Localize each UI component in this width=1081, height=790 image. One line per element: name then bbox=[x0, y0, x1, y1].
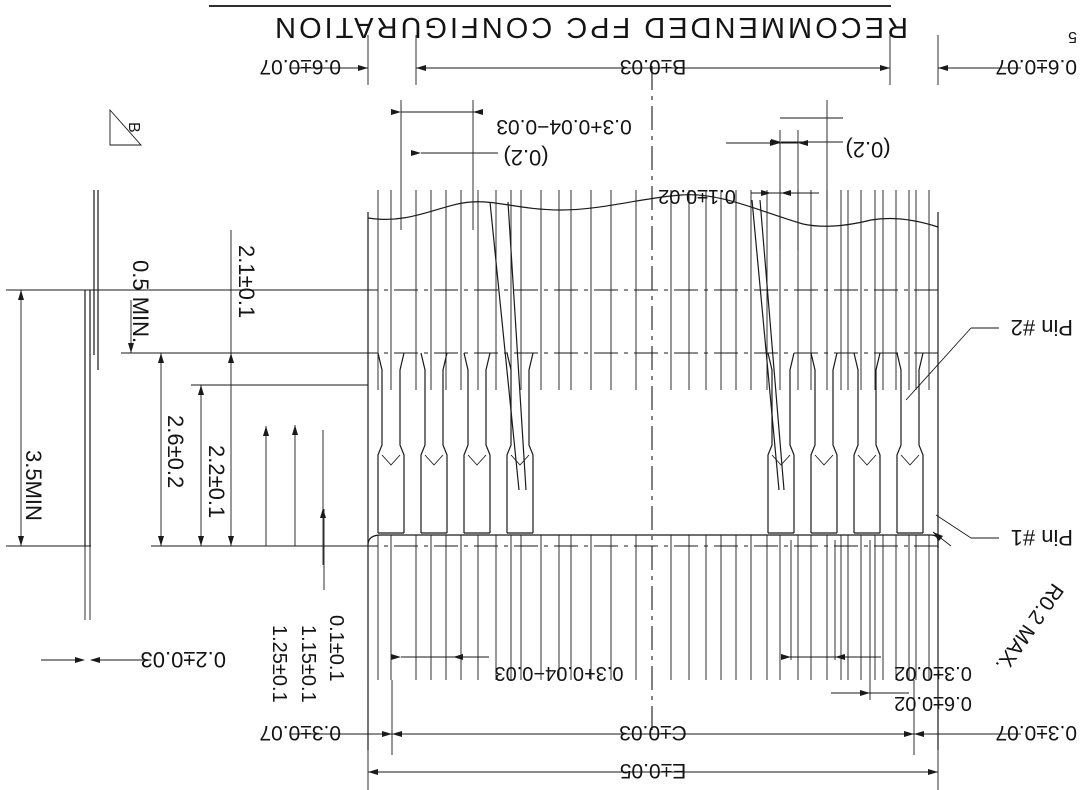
pad-notch bbox=[814, 454, 834, 466]
contact-pad bbox=[853, 352, 881, 534]
dim-bottom-left: 0.3±0.07 bbox=[995, 721, 1077, 744]
dim-h-115: 1.15±0.1 bbox=[297, 625, 319, 703]
contact-pad bbox=[810, 352, 838, 534]
contact-pad bbox=[420, 352, 448, 534]
break-gap-right bbox=[489, 201, 527, 491]
top-dimensions: 0.6±0.07 B±0.03 0.6±0.07 bbox=[259, 35, 1077, 85]
dim-top-right: 0.6±0.07 bbox=[259, 55, 341, 78]
rotated-drawing: RECOMMENDED FPC CONFIGURATION 5 bbox=[6, 5, 1077, 790]
pin-1-label: Pin #1 bbox=[1011, 525, 1073, 550]
pad-notch bbox=[771, 454, 791, 466]
dim-top-left: 0.6±0.07 bbox=[995, 55, 1077, 78]
contact-pads bbox=[377, 352, 924, 534]
side-dimensions: 2.1±0.1 2.2±0.1 2.6±0.2 3.5MIN 0.1±0.1 1… bbox=[6, 230, 368, 703]
pad-notch bbox=[857, 454, 877, 466]
drawing-title: RECOMMENDED FPC CONFIGURATION bbox=[272, 11, 908, 43]
dim-gap-right: (0.2) bbox=[845, 137, 890, 162]
pad-notch bbox=[510, 454, 530, 466]
pad-notch bbox=[381, 454, 401, 466]
dim-bottom-right: 0.3±0.07 bbox=[259, 721, 341, 744]
pin-labels: R0.2 MAX. Pin #2 Pin #1 bbox=[905, 315, 1073, 676]
dim-h-26: 2.6±0.2 bbox=[163, 415, 188, 488]
dim-h-35: 3.5MIN bbox=[21, 450, 46, 521]
dim-bottom-pitch-tol: 0.3+0.04−0.03 bbox=[494, 662, 623, 684]
pad-notch bbox=[467, 454, 487, 466]
dim-overall: E±0.05 bbox=[620, 759, 686, 782]
pin-2-label: Pin #2 bbox=[1011, 315, 1073, 340]
dim-bottom-center: C±0.03 bbox=[619, 721, 687, 744]
dim-pad-pitch: 0.6±0.02 bbox=[894, 692, 972, 714]
break-gap-left bbox=[751, 199, 785, 491]
dim-min-margin: 0.5 MIN. bbox=[128, 260, 153, 343]
conductor-traces bbox=[377, 190, 930, 680]
datum-label: B bbox=[125, 122, 142, 133]
dim-trace-width: 0.1±0.02 bbox=[658, 185, 736, 207]
side-profile: 0.2±0.03 0.5 MIN. B bbox=[41, 108, 226, 672]
contact-pad bbox=[767, 352, 795, 534]
contact-pad bbox=[463, 352, 491, 534]
contact-pad bbox=[377, 352, 405, 534]
dim-pitch-tol: 0.3+0.04−0.03 bbox=[496, 115, 631, 138]
dim-pad-width: 0.3±0.02 bbox=[894, 662, 972, 684]
bottom-dimensions: 0.3±0.07 C±0.03 0.3±0.07 E±0.05 bbox=[259, 680, 1077, 790]
corner-mark: 5 bbox=[1068, 28, 1077, 45]
pitch-callouts: 0.3+0.04−0.03 (0.2) (0.2) 0.1±0.02 bbox=[391, 100, 891, 250]
contact-pad bbox=[506, 352, 534, 534]
dim-h-21: 2.1±0.1 bbox=[234, 245, 259, 318]
pad-notch bbox=[424, 454, 444, 466]
dim-gap-left: (0.2) bbox=[503, 145, 548, 170]
dim-top-center: B±0.03 bbox=[620, 55, 686, 78]
radius-label: R0.2 MAX. bbox=[991, 579, 1068, 675]
contact-pad bbox=[896, 352, 924, 534]
dim-h-01: 0.1±0.1 bbox=[325, 615, 347, 682]
pad-notch bbox=[900, 454, 920, 466]
dim-h-125: 1.25±0.1 bbox=[268, 625, 290, 703]
dim-thickness: 0.2±0.03 bbox=[141, 647, 226, 672]
datum-triangle bbox=[109, 108, 142, 146]
break-line bbox=[367, 194, 939, 228]
dim-h-22: 2.2±0.1 bbox=[204, 445, 229, 518]
